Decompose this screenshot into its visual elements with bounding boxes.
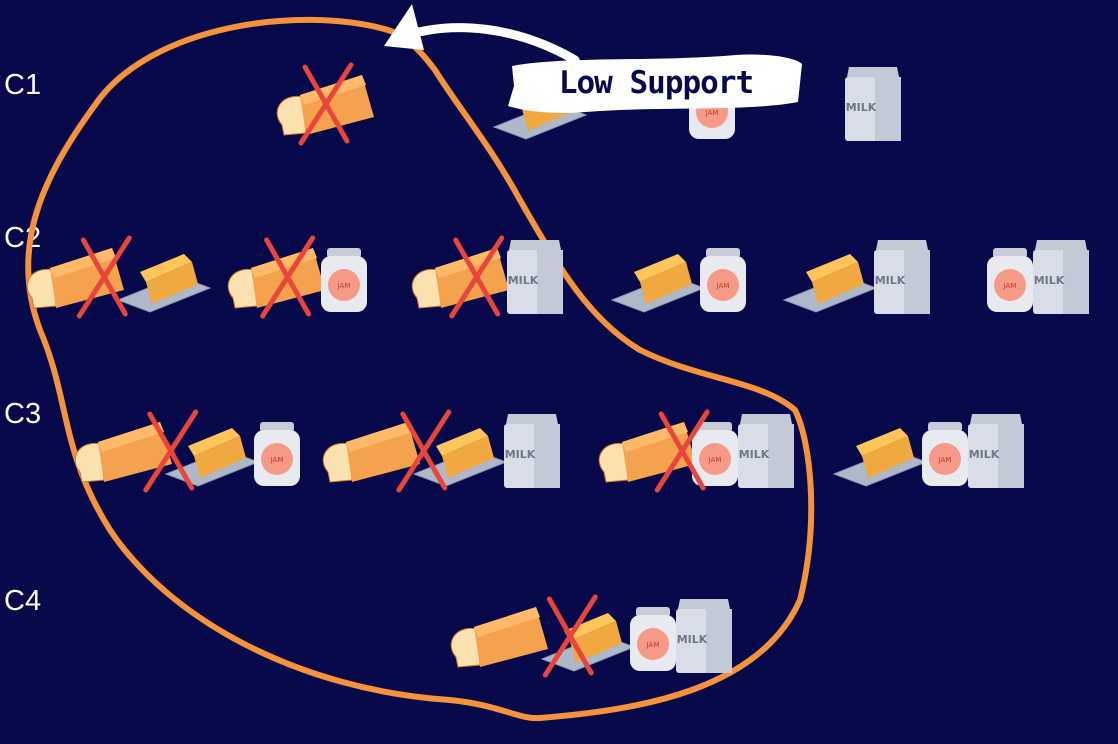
itemset-c3-4: JAM MILK — [832, 414, 1024, 488]
row-label-c4: C4 — [4, 585, 42, 617]
milk-icon: MILK — [968, 414, 1024, 488]
cross-mark-icon — [449, 235, 505, 319]
milk-icon: MILK — [845, 67, 901, 141]
milk-icon: MILK — [874, 240, 930, 314]
svg-text:MILK: MILK — [739, 448, 770, 461]
jam-icon: JAM — [254, 422, 300, 486]
svg-text:JAM: JAM — [708, 456, 722, 464]
svg-text:JAM: JAM — [705, 109, 719, 117]
itemset-c1-1 — [276, 62, 374, 146]
cross-mark-icon — [298, 62, 354, 146]
cross-mark-icon — [542, 594, 598, 678]
annotation-arrowhead — [384, 4, 424, 50]
itemset-c3-1: JAM — [74, 409, 300, 493]
butter-icon — [164, 428, 260, 487]
bread-icon — [322, 422, 420, 483]
jam-icon: JAM — [922, 422, 968, 486]
jam-icon: JAM — [630, 607, 676, 671]
jam-icon: JAM — [700, 248, 746, 312]
low-support-label: Low Support — [558, 65, 754, 101]
itemset-c4-1: JAM MILK — [450, 594, 732, 678]
svg-text:JAM: JAM — [938, 456, 952, 464]
itemsets-layer: JAM MILK JAM MILK JAM MILK JAM MILK JAM MILK JAM MI… — [26, 62, 1089, 678]
cross-mark-icon — [76, 235, 132, 319]
butter-icon — [832, 428, 928, 487]
svg-text:MILK: MILK — [505, 448, 536, 461]
bread-icon — [74, 422, 172, 483]
cross-mark-icon — [143, 409, 199, 493]
milk-icon: MILK — [504, 414, 560, 488]
cross-mark-icon — [260, 235, 316, 319]
itemset-c3-3: JAM MILK — [598, 409, 794, 493]
jam-icon: JAM — [692, 422, 738, 486]
bread-icon — [276, 75, 374, 136]
svg-text:MILK: MILK — [875, 274, 906, 287]
svg-text:JAM: JAM — [1003, 282, 1017, 290]
banner-brush — [508, 54, 802, 113]
itemset-c2-6: JAM MILK — [987, 240, 1089, 314]
itemset-c2-4: JAM — [610, 248, 746, 313]
butter-icon — [610, 254, 706, 313]
low-support-banner: Low Support — [506, 52, 806, 114]
svg-text:MILK: MILK — [677, 633, 708, 646]
row-label-c3: C3 — [4, 398, 42, 430]
itemset-c3-2: MILK — [322, 409, 560, 493]
milk-icon: MILK — [507, 240, 563, 314]
milk-icon: MILK — [1033, 240, 1089, 314]
svg-text:MILK: MILK — [508, 274, 539, 287]
butter-icon — [116, 254, 212, 313]
svg-text:MILK: MILK — [846, 101, 877, 114]
cross-mark-icon — [396, 409, 452, 493]
itemset-c2-2: JAM — [227, 235, 367, 319]
cross-mark-icon — [654, 409, 710, 493]
svg-text:MILK: MILK — [969, 448, 1000, 461]
jam-icon: JAM — [987, 248, 1033, 312]
jam-icon: JAM — [321, 248, 367, 312]
svg-text:MILK: MILK — [1034, 274, 1065, 287]
bread-icon — [450, 607, 548, 668]
row-label-c1: C1 — [4, 69, 42, 101]
milk-icon: MILK — [676, 599, 732, 673]
bread-icon — [26, 248, 124, 309]
svg-text:JAM: JAM — [646, 641, 660, 649]
itemset-c2-1 — [26, 235, 212, 319]
svg-text:JAM: JAM — [716, 282, 730, 290]
itemset-c2-5: MILK — [782, 240, 930, 314]
milk-icon: MILK — [738, 414, 794, 488]
svg-text:JAM: JAM — [337, 282, 351, 290]
itemset-c2-3: MILK — [411, 235, 563, 319]
butter-icon — [782, 254, 878, 313]
itemset-c1-4: MILK — [845, 67, 901, 141]
butter-icon — [540, 613, 636, 672]
svg-text:JAM: JAM — [270, 456, 284, 464]
bread-icon — [598, 422, 696, 483]
